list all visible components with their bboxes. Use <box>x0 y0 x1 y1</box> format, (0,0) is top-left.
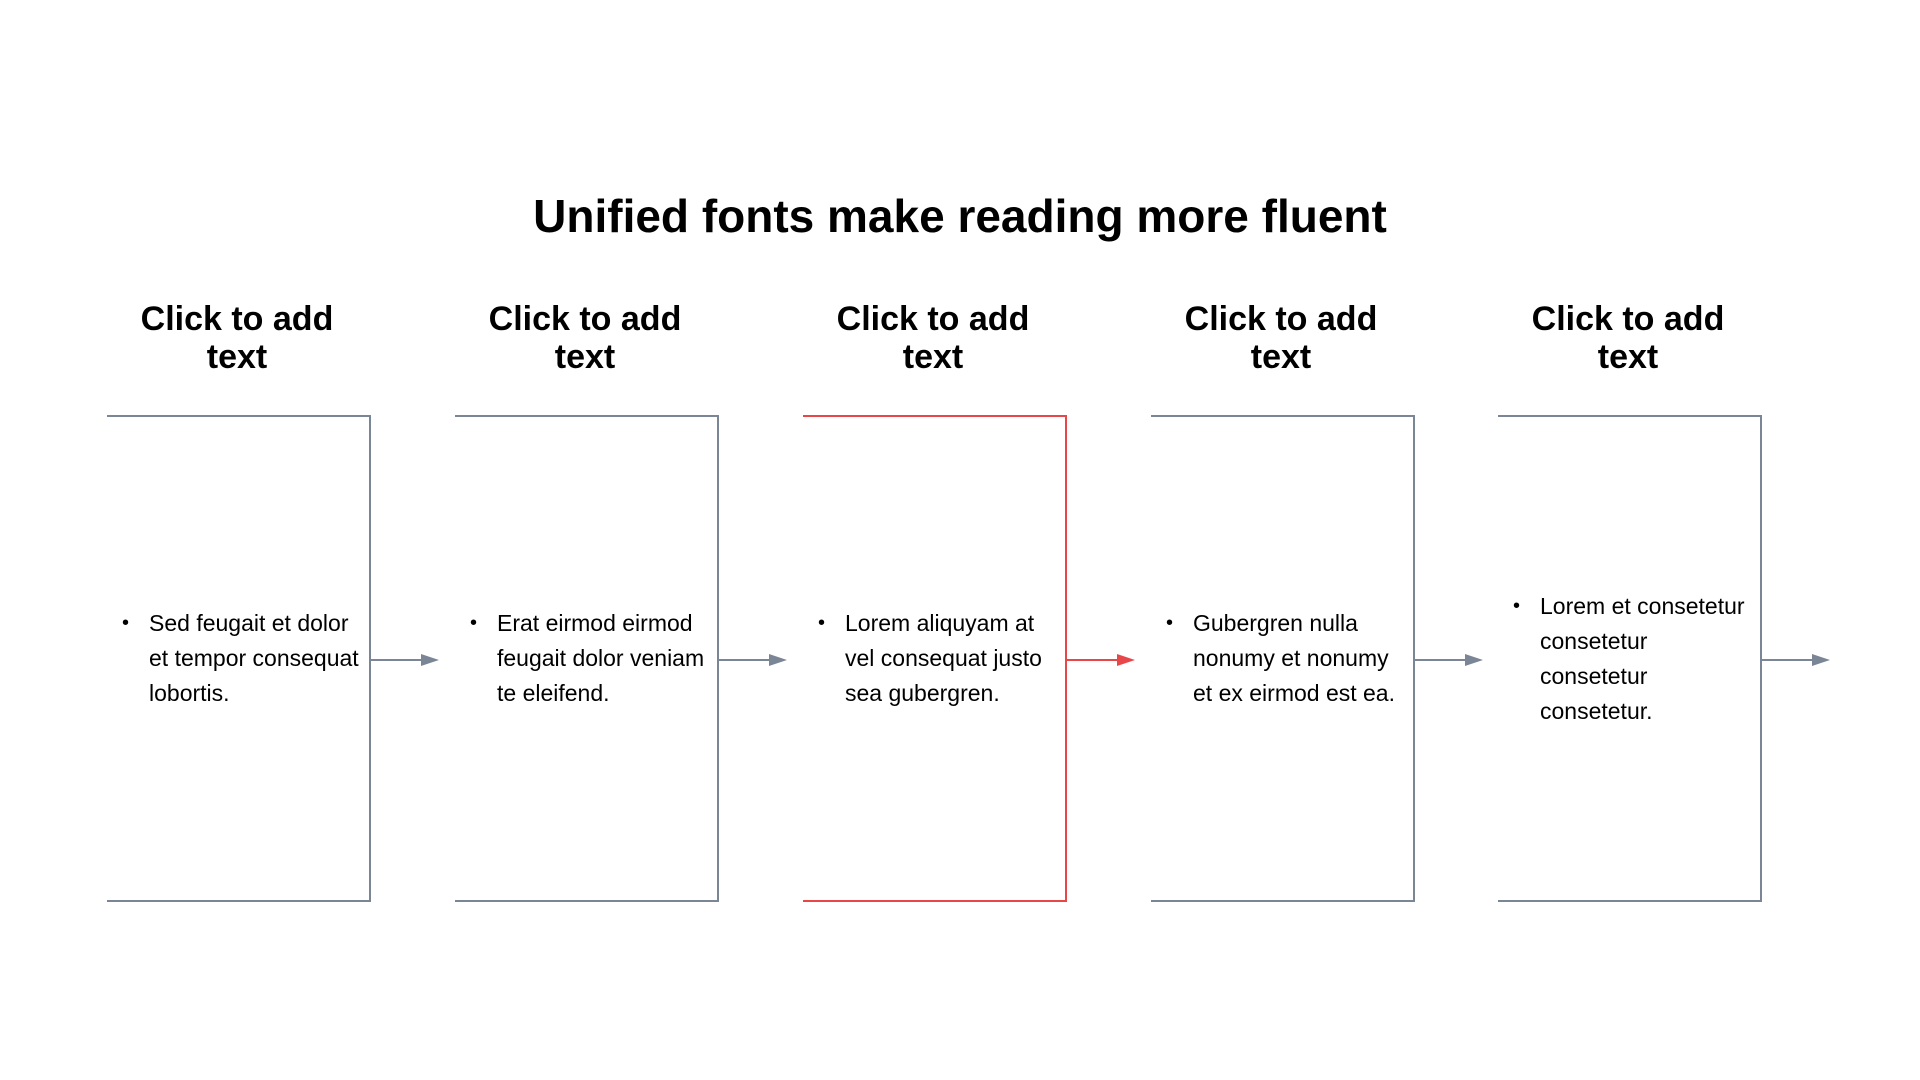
step-3-heading-line1: Click to add <box>836 300 1030 338</box>
step-2-arrow-icon <box>719 654 787 666</box>
step-1-heading-line2: text <box>206 338 268 376</box>
step-1-arrow-icon <box>371 654 439 666</box>
step-2-box: Erat eirmod eirmod feugait dolor veniam … <box>455 415 719 902</box>
step-3-arrow-icon <box>1067 654 1135 666</box>
step-3-bullet[interactable]: Lorem aliquyam at vel consequat justo se… <box>818 606 1065 711</box>
step-4-box: Gubergren nulla nonumy et nonumy et ex e… <box>1151 415 1415 902</box>
step-4-arrow-icon <box>1415 654 1483 666</box>
step-4-bullet-list: Gubergren nulla nonumy et nonumy et ex e… <box>1151 606 1413 711</box>
step-1-heading-line1: Click to add <box>140 300 334 338</box>
step-5-arrow-icon <box>1762 654 1830 666</box>
step-2-heading[interactable]: Click to add text <box>435 300 735 376</box>
page-title: Unified fonts make reading more fluent <box>533 190 1387 242</box>
step-4-heading[interactable]: Click to add text <box>1131 300 1431 376</box>
step-5-heading-line2: text <box>1597 338 1659 376</box>
step-1-box: Sed feugait et dolor et tempor consequat… <box>107 415 371 902</box>
step-5-bullet-list: Lorem et consetetur consetetur consetetu… <box>1498 589 1760 729</box>
step-3-bullet-list: Lorem aliquyam at vel consequat justo se… <box>803 606 1065 711</box>
step-2-heading-line2: text <box>554 338 616 376</box>
step-2-bullet-list: Erat eirmod eirmod feugait dolor veniam … <box>455 606 717 711</box>
step-5-box: Lorem et consetetur consetetur consetetu… <box>1498 415 1762 902</box>
step-3-heading[interactable]: Click to add text <box>783 300 1083 376</box>
step-4-heading-line2: text <box>1250 338 1312 376</box>
step-1-bullet[interactable]: Sed feugait et dolor et tempor consequat… <box>122 606 369 711</box>
step-4-heading-line1: Click to add <box>1184 300 1378 338</box>
step-2-bullet[interactable]: Erat eirmod eirmod feugait dolor veniam … <box>470 606 717 711</box>
step-4-bullet[interactable]: Gubergren nulla nonumy et nonumy et ex e… <box>1166 606 1413 711</box>
step-3-box-highlighted: Lorem aliquyam at vel consequat justo se… <box>803 415 1067 902</box>
step-5-heading-line1: Click to add <box>1531 300 1725 338</box>
step-5-bullet[interactable]: Lorem et consetetur consetetur consetetu… <box>1513 589 1760 729</box>
step-2-heading-line1: Click to add <box>488 300 682 338</box>
step-5-heading[interactable]: Click to add text <box>1478 300 1778 376</box>
step-1-bullet-list: Sed feugait et dolor et tempor consequat… <box>107 606 369 711</box>
step-3-heading-line2: text <box>902 338 964 376</box>
step-1-heading[interactable]: Click to add text <box>87 300 387 376</box>
